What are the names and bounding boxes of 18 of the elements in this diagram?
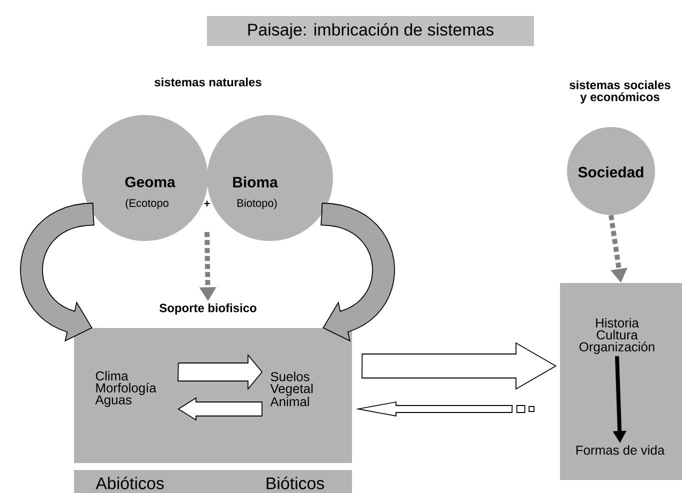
heading-text: sistemas sociales y económicos: [570, 80, 670, 104]
block-arrow: [362, 342, 557, 390]
text-label: Formas de vida: [576, 445, 665, 455]
curved-arrow: [20, 202, 94, 342]
text-label: Soporte biofisico: [160, 303, 256, 315]
item-list: Clima Morfología Aguas: [95, 371, 156, 407]
category-band: Abióticos Bióticos: [74, 470, 352, 493]
title-band: Paisaje: imbricación de sistemas: [207, 16, 534, 46]
curved-arrow: [320, 202, 395, 342]
heading-text: +: [204, 200, 210, 206]
panel-box: [560, 283, 682, 480]
block-arrow: [178, 397, 262, 421]
item-list: Historia Cultura Organización: [579, 318, 654, 354]
block-arrow: [356, 401, 534, 417]
heading-text: sistemas naturales: [154, 78, 262, 86]
item-list: Suelos Vegetal Animal: [270, 372, 313, 406]
block-arrow: [178, 354, 263, 390]
panel-box: [74, 328, 352, 463]
